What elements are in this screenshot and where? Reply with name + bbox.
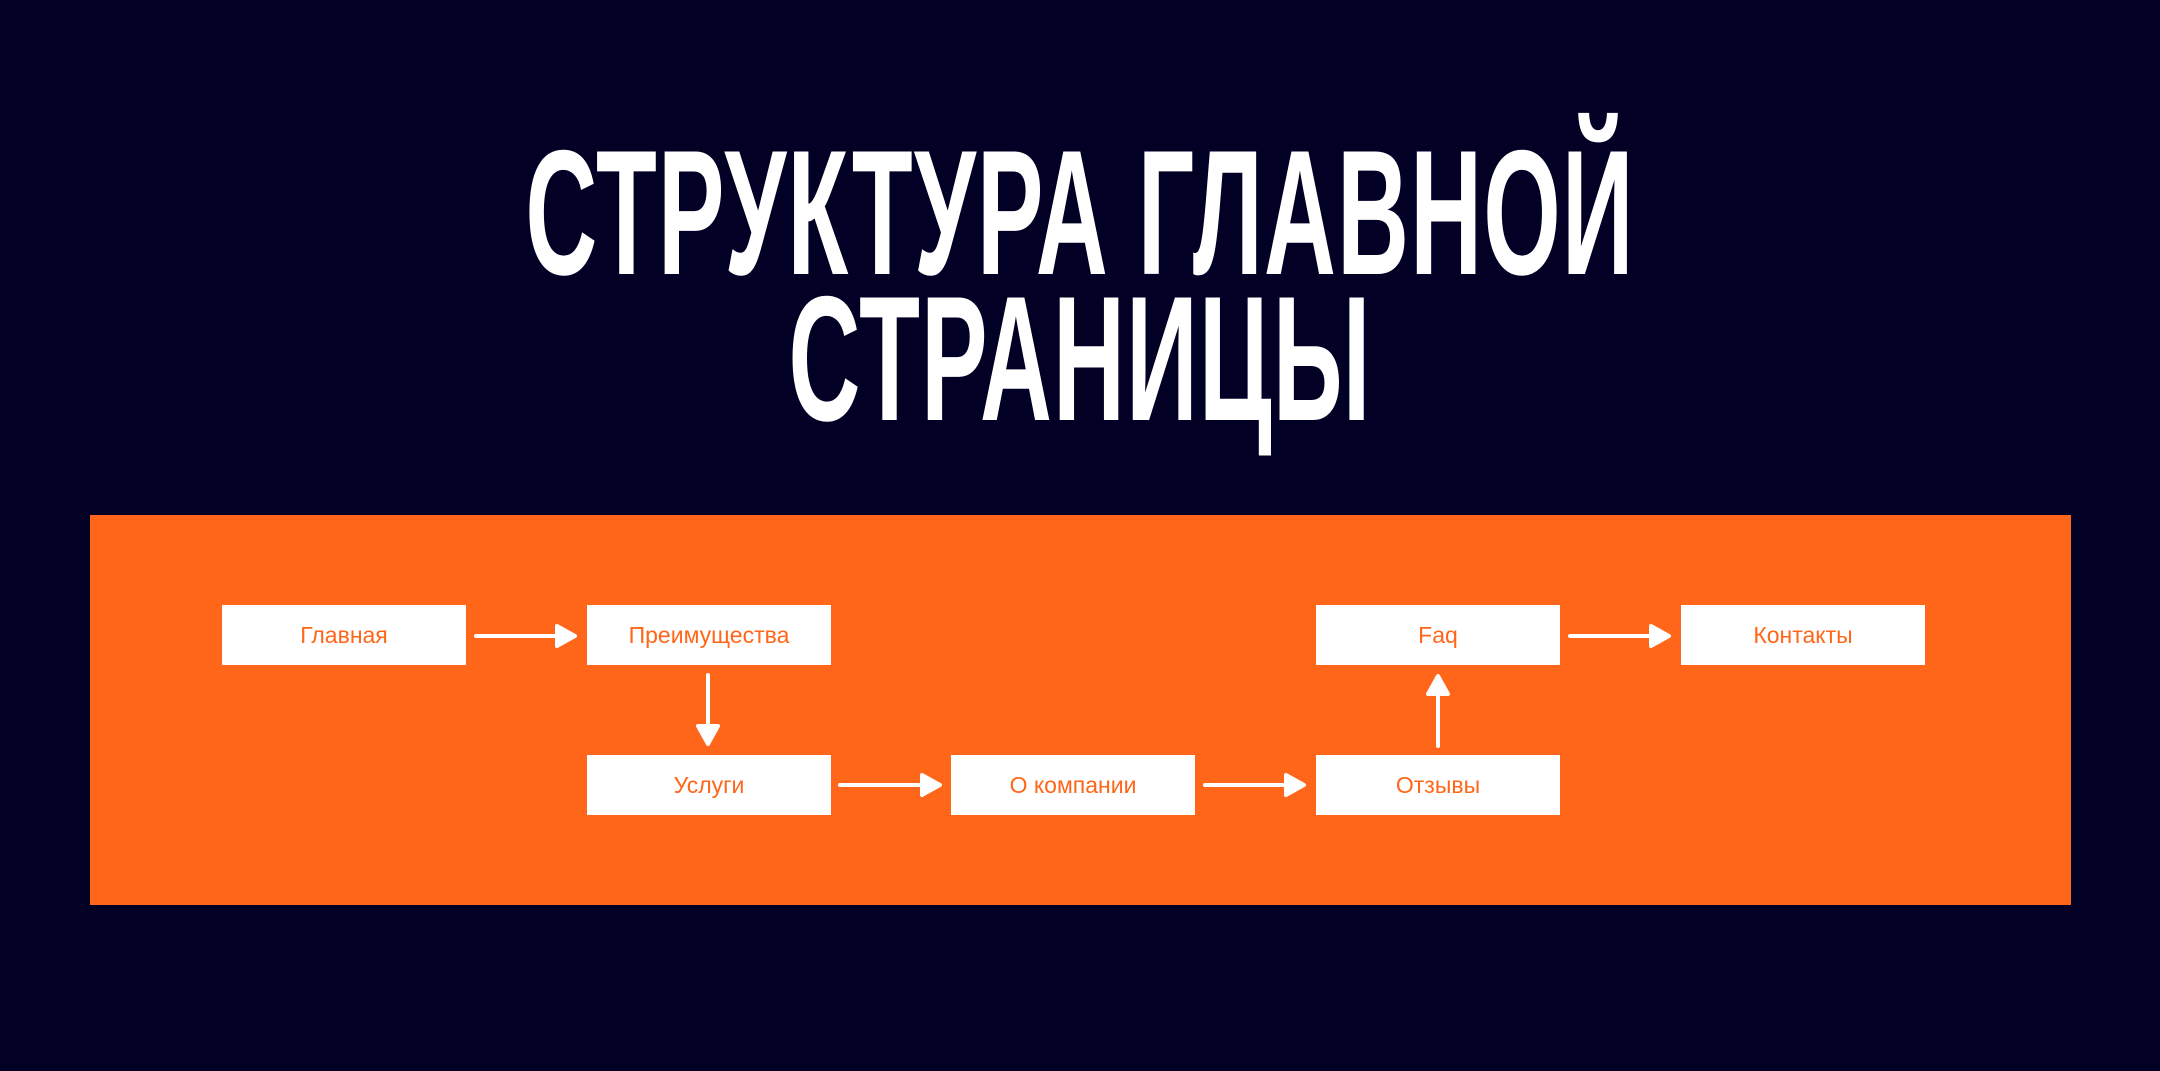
node-o-kompanii: О компании — [951, 755, 1195, 815]
node-uslugi: Услуги — [587, 755, 831, 815]
node-otzyvy: Отзывы — [1316, 755, 1560, 815]
node-preimushchestva: Преимущества — [587, 605, 831, 665]
node-glavnaya: Главная — [222, 605, 466, 665]
title-line-2: СТРАНИЦЫ — [788, 259, 1372, 458]
node-kontakty: Контакты — [1681, 605, 1925, 665]
node-faq: Faq — [1316, 605, 1560, 665]
structure-diagram-panel — [90, 515, 2071, 905]
page-title: СТРУКТУРА ГЛАВНОЙ СТРАНИЦЫ — [0, 113, 2160, 458]
title-line-1: СТРУКТУРА ГЛАВНОЙ — [525, 113, 1635, 312]
